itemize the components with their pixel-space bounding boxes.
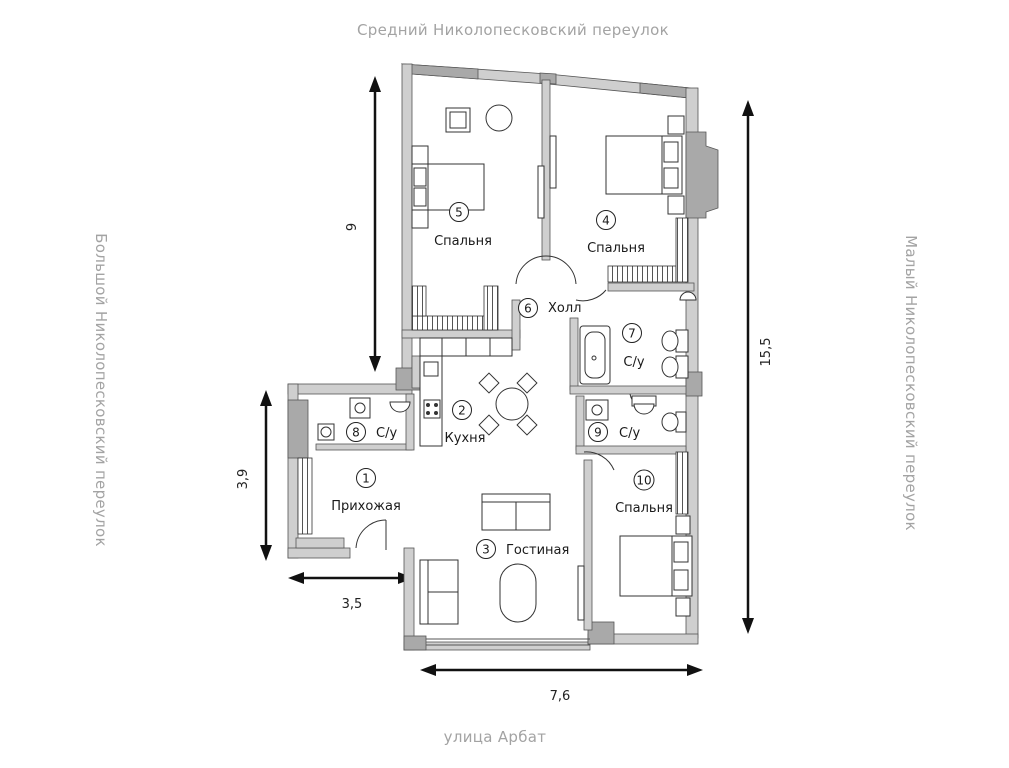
dimension-left-upper-label: 9 bbox=[345, 223, 360, 231]
room-label-3: 3 Гостиная bbox=[476, 539, 569, 559]
room-label-2: 2 Кухня bbox=[445, 400, 486, 446]
svg-text:2: 2 bbox=[458, 404, 466, 418]
street-bottom-label: улица Арбат bbox=[444, 728, 547, 746]
street-top-label: Средний Николопесковский переулок bbox=[357, 21, 669, 39]
street-right-label: Малый Николопесковский переулок bbox=[902, 235, 920, 531]
svg-text:10: 10 bbox=[636, 474, 651, 488]
room-label-8: 8 С/у bbox=[346, 422, 397, 442]
dimension-right-label: 15,5 bbox=[759, 338, 774, 367]
svg-text:6: 6 bbox=[524, 302, 532, 316]
dimension-left-upper: 9 bbox=[345, 76, 381, 372]
room-name-5: Спальня bbox=[434, 234, 492, 249]
bedroom-10-furniture bbox=[619, 451, 693, 617]
room-name-10: Спальня bbox=[615, 501, 673, 516]
bathroom-9-fixtures bbox=[585, 395, 687, 433]
dimension-bottom-main: 7,6 bbox=[420, 664, 703, 704]
street-left-label: Большой Николопесковский переулок bbox=[92, 233, 110, 547]
room-name-4: Спальня bbox=[587, 241, 645, 256]
dimension-bottom-left: 3,5 bbox=[288, 572, 414, 612]
room-label-6: 6 Холл bbox=[518, 298, 581, 318]
svg-text:1: 1 bbox=[362, 472, 370, 486]
room-name-3: Гостиная bbox=[506, 543, 569, 558]
svg-text:3: 3 bbox=[482, 543, 490, 557]
bathroom-7-fixtures bbox=[579, 291, 697, 385]
bedroom-4-furniture bbox=[549, 115, 689, 283]
svg-text:7: 7 bbox=[628, 327, 636, 341]
room-name-8: С/у bbox=[376, 426, 397, 441]
room-label-7: 7 С/у bbox=[622, 323, 645, 370]
dimension-left-lower: 3,9 bbox=[236, 390, 272, 561]
room-label-5: 5 Спальня bbox=[434, 202, 492, 249]
room-name-7: С/у bbox=[623, 355, 644, 370]
living-room-furniture bbox=[419, 493, 585, 625]
room-label-10: 10 Спальня bbox=[615, 469, 673, 516]
dimension-bottom-left-label: 3,5 bbox=[342, 597, 363, 612]
room-label-9: 9 С/у bbox=[588, 422, 640, 442]
room-name-1: Прихожая bbox=[331, 499, 401, 514]
svg-text:9: 9 bbox=[594, 426, 602, 440]
kitchen-fixtures bbox=[419, 337, 538, 447]
room-name-2: Кухня bbox=[445, 431, 486, 446]
room-name-9: С/у bbox=[619, 426, 640, 441]
room-label-1: 1 Прихожая bbox=[331, 468, 401, 514]
bathroom-8-fixtures bbox=[317, 397, 411, 441]
room-label-4: 4 Спальня bbox=[587, 210, 645, 256]
svg-text:5: 5 bbox=[455, 206, 463, 220]
dimension-bottom-main-label: 7,6 bbox=[550, 689, 571, 704]
svg-text:8: 8 bbox=[352, 426, 360, 440]
interior-walls bbox=[315, 79, 703, 631]
hallway-fixtures bbox=[297, 457, 313, 535]
dimension-right: 15,5 bbox=[742, 100, 774, 634]
room-name-6: Холл bbox=[548, 301, 581, 316]
dimension-left-lower-label: 3,9 bbox=[236, 469, 251, 490]
bedroom-5-furniture bbox=[411, 104, 545, 331]
svg-text:4: 4 bbox=[602, 214, 610, 228]
